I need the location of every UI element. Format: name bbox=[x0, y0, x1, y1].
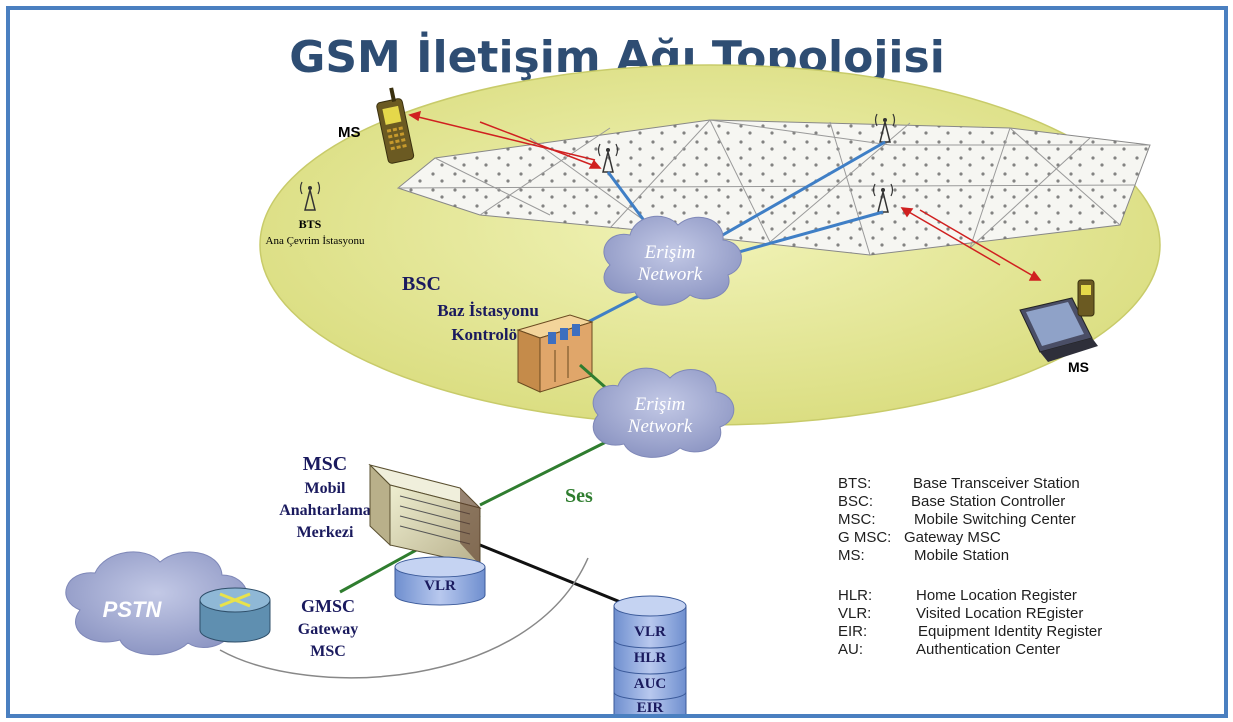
access-network-cloud-lower: Erişim Network bbox=[592, 367, 735, 458]
ms-label-top: MS bbox=[338, 124, 361, 141]
bts-label: BTS bbox=[299, 217, 322, 231]
pstn-label: PSTN bbox=[103, 597, 163, 622]
legend-abbr: G MSC: bbox=[838, 529, 891, 546]
cloud-lower-line2: Network bbox=[627, 416, 693, 437]
diagram-frame: GSM İletişim Ağı Topolojisi bbox=[6, 6, 1228, 718]
msc-description-1: Mobil bbox=[305, 480, 346, 497]
legend-desc: Home Location Register bbox=[916, 587, 1077, 604]
legend-abbr: BTS: bbox=[838, 475, 871, 492]
legend-abbr: MSC: bbox=[838, 511, 876, 528]
mobile-phone-icon bbox=[376, 87, 415, 164]
db-vlr-label: VLR bbox=[634, 624, 666, 640]
bsc-label: BSC bbox=[402, 273, 441, 295]
legend-desc: Base Station Controller bbox=[911, 493, 1065, 510]
legend-desc: Mobile Station bbox=[914, 547, 1009, 564]
vlr-small-label: VLR bbox=[424, 578, 456, 594]
laptop-icon bbox=[1019, 279, 1098, 362]
legend-abbr: VLR: bbox=[838, 605, 871, 622]
access-network-cloud-upper: Erişim Network bbox=[603, 215, 742, 306]
cell-grid bbox=[396, 119, 1151, 256]
legend-desc: Equipment Identity Register bbox=[918, 623, 1102, 640]
legend-desc: Visited Location REgister bbox=[916, 605, 1083, 622]
voice-label: Ses bbox=[565, 485, 593, 507]
bsc-description-2: Kontrolör bbox=[451, 325, 525, 344]
cloud-upper-line2: Network bbox=[637, 264, 703, 285]
msc-description-2: Anahtarlama bbox=[279, 502, 371, 519]
radio-signal-arrows bbox=[408, 110, 1042, 281]
gmsc-label: GMSC bbox=[301, 596, 355, 616]
legend-desc: Authentication Center bbox=[916, 641, 1060, 658]
msc-switch-icon bbox=[368, 463, 482, 566]
legend-desc: Gateway MSC bbox=[904, 529, 1001, 546]
database-stack-icon: VLR HLR AUC EIR bbox=[613, 595, 687, 714]
db-hlr-label: HLR bbox=[634, 650, 667, 666]
bsc-cabinet-icon bbox=[516, 314, 594, 393]
legend-abbr: HLR: bbox=[838, 587, 872, 604]
legend-abbr: MS: bbox=[838, 547, 865, 564]
msc-label: MSC bbox=[303, 453, 347, 475]
gmsc-router-icon bbox=[199, 587, 271, 643]
gmsc-description-2: MSC bbox=[310, 643, 346, 660]
bts-tower-icon bbox=[299, 181, 321, 211]
core-boundary-arc bbox=[219, 557, 589, 679]
msc-description-3: Merkezi bbox=[297, 524, 354, 541]
db-auc-label: AUC bbox=[634, 676, 667, 692]
bts-description: Ana Çevrim İstasyonu bbox=[266, 235, 365, 247]
legend-desc: Mobile Switching Center bbox=[914, 511, 1076, 528]
ms-label-right: MS bbox=[1068, 359, 1089, 375]
legend: BTS: Base Transceiver Station BSC: Base … bbox=[838, 475, 1102, 658]
cloud-upper-line1: Erişim bbox=[644, 242, 696, 263]
cloud-lower-line1: Erişim bbox=[634, 394, 686, 415]
legend-desc: Base Transceiver Station bbox=[913, 475, 1080, 492]
legend-abbr: BSC: bbox=[838, 493, 873, 510]
legend-abbr: EIR: bbox=[838, 623, 867, 640]
db-link bbox=[479, 543, 641, 612]
vlr-database-icon: VLR bbox=[394, 556, 486, 606]
db-eir-label: EIR bbox=[637, 700, 664, 714]
bsc-description-1: Baz İstasyonu bbox=[437, 301, 539, 320]
gmsc-description-1: Gateway bbox=[298, 621, 358, 638]
legend-abbr: AU: bbox=[838, 641, 863, 658]
gsm-topology-diagram: GSM İletişim Ağı Topolojisi bbox=[65, 30, 1161, 714]
